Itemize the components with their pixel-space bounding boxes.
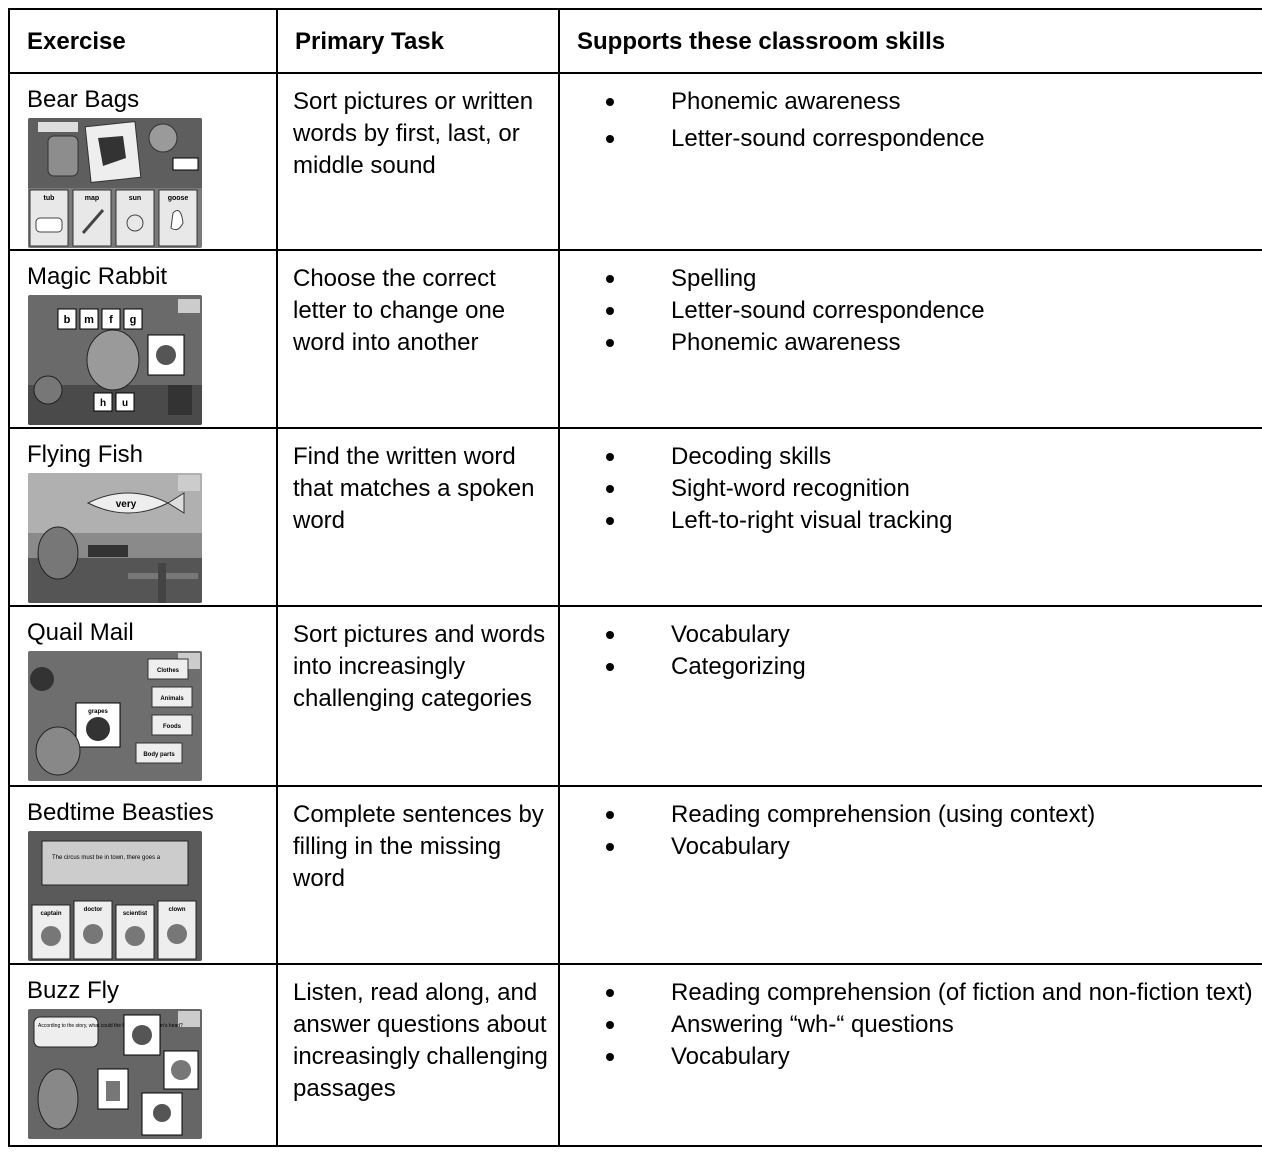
svg-text:sun: sun bbox=[129, 195, 141, 202]
svg-text:map: map bbox=[85, 195, 99, 202]
skills-cell: Reading comprehension (of fiction and no… bbox=[558, 963, 1262, 1147]
svg-text:tub: tub bbox=[44, 195, 55, 202]
svg-text:g: g bbox=[130, 314, 137, 326]
skill-item: Reading comprehension (using context) bbox=[606, 799, 1262, 831]
task-cell: Sort pictures or written words by first,… bbox=[276, 72, 560, 251]
exercise-skills-table: Exercise Primary Task Supports these cla… bbox=[8, 8, 1262, 1147]
skill-item: Sight-word recognition bbox=[606, 473, 1262, 505]
svg-text:scientist: scientist bbox=[123, 911, 147, 917]
skill-item: Reading comprehension (of fiction and no… bbox=[606, 977, 1262, 1009]
table-row: Quail Mail Clothes Animals Fo bbox=[8, 605, 1262, 787]
exercise-name: Quail Mail bbox=[27, 619, 134, 646]
skill-item: Decoding skills bbox=[606, 441, 1262, 473]
skills-cell: Reading comprehension (using context) Vo… bbox=[558, 785, 1262, 965]
svg-text:clown: clown bbox=[168, 907, 185, 913]
exercise-cell: Magic Rabbit b m f bbox=[8, 249, 278, 429]
quail-mail-game-screenshot: Clothes Animals Foods Body parts grapes bbox=[28, 651, 202, 781]
exercise-cell: Flying Fish very bbox=[8, 427, 278, 607]
exercise-cell: Bedtime Beasties The circus must be in t… bbox=[8, 785, 278, 965]
svg-text:very: very bbox=[116, 499, 137, 510]
svg-text:Body parts: Body parts bbox=[143, 752, 175, 758]
task-cell: Listen, read along, and answer questions… bbox=[276, 963, 560, 1147]
table-row: Bedtime Beasties The circus must be in t… bbox=[8, 785, 1262, 965]
exercise-cell: Quail Mail Clothes Animals Fo bbox=[8, 605, 278, 787]
skill-item: Letter-sound correspondence bbox=[606, 295, 1262, 327]
svg-text:Animals: Animals bbox=[160, 696, 184, 702]
skills-cell: Vocabulary Categorizing bbox=[558, 605, 1262, 787]
svg-text:captain: captain bbox=[40, 911, 61, 917]
svg-text:The circus must be in town, th: The circus must be in town, there goes a bbox=[52, 855, 161, 861]
magic-rabbit-game-screenshot: b m f g h u bbox=[28, 295, 202, 425]
svg-text:u: u bbox=[122, 398, 128, 409]
svg-text:goose: goose bbox=[168, 195, 189, 202]
skill-item: Letter-sound correspondence bbox=[606, 123, 1262, 155]
skill-item: Vocabulary bbox=[606, 1041, 1262, 1073]
exercise-name: Flying Fish bbox=[27, 441, 144, 468]
flying-fish-game-screenshot: very bbox=[28, 473, 202, 603]
task-cell: Choose the correct letter to change one … bbox=[276, 249, 560, 429]
skills-cell: Spelling Letter-sound correspondence Pho… bbox=[558, 249, 1262, 429]
svg-text:Clothes: Clothes bbox=[157, 668, 180, 674]
svg-text:b: b bbox=[64, 314, 71, 326]
task-cell: Sort pictures and words into increasingl… bbox=[276, 605, 560, 787]
table-header-row: Exercise Primary Task Supports these cla… bbox=[8, 8, 1262, 74]
skills-cell: Decoding skills Sight-word recognition L… bbox=[558, 427, 1262, 607]
skill-item: Spelling bbox=[606, 263, 1262, 295]
table-row: Magic Rabbit b m f bbox=[8, 249, 1262, 429]
svg-text:h: h bbox=[100, 398, 106, 409]
header-skills: Supports these classroom skills bbox=[558, 8, 1262, 74]
skill-item: Left-to-right visual tracking bbox=[606, 505, 1262, 537]
svg-text:doctor: doctor bbox=[84, 907, 103, 913]
exercise-cell: Buzz Fly According to the story, what co… bbox=[8, 963, 278, 1147]
bear-bags-game-screenshot: tub map sun goose bbox=[28, 118, 202, 248]
svg-text:According to the story, what c: According to the story, what could the b… bbox=[38, 1023, 183, 1029]
svg-text:Foods: Foods bbox=[163, 724, 182, 730]
svg-text:grapes: grapes bbox=[88, 709, 108, 715]
exercise-name: Bear Bags bbox=[27, 86, 140, 113]
skill-item: Answering “wh-“ questions bbox=[606, 1009, 1262, 1041]
header-primary-task: Primary Task bbox=[276, 8, 560, 74]
skill-item: Phonemic awareness bbox=[606, 86, 1262, 118]
skill-item: Vocabulary bbox=[606, 619, 1262, 651]
task-cell: Find the written word that matches a spo… bbox=[276, 427, 560, 607]
table-row: Bear Bags bbox=[8, 72, 1262, 251]
skill-item: Categorizing bbox=[606, 651, 1262, 683]
buzz-fly-game-screenshot: According to the story, what could the b… bbox=[28, 1009, 202, 1139]
exercise-name: Buzz Fly bbox=[27, 977, 120, 1004]
svg-text:f: f bbox=[109, 314, 113, 326]
svg-text:m: m bbox=[84, 314, 94, 326]
skill-item: Vocabulary bbox=[606, 831, 1262, 863]
bedtime-beasties-game-screenshot: The circus must be in town, there goes a… bbox=[28, 831, 202, 961]
exercise-name: Magic Rabbit bbox=[27, 263, 168, 290]
skill-item: Phonemic awareness bbox=[606, 327, 1262, 359]
header-exercise: Exercise bbox=[8, 8, 278, 74]
table-row: Buzz Fly According to the story, what co… bbox=[8, 963, 1262, 1147]
table-row: Flying Fish very bbox=[8, 427, 1262, 607]
exercise-cell: Bear Bags bbox=[8, 72, 278, 251]
skills-cell: Phonemic awareness Letter-sound correspo… bbox=[558, 72, 1262, 251]
exercise-name: Bedtime Beasties bbox=[27, 799, 214, 826]
task-cell: Complete sentences by filling in the mis… bbox=[276, 785, 560, 965]
